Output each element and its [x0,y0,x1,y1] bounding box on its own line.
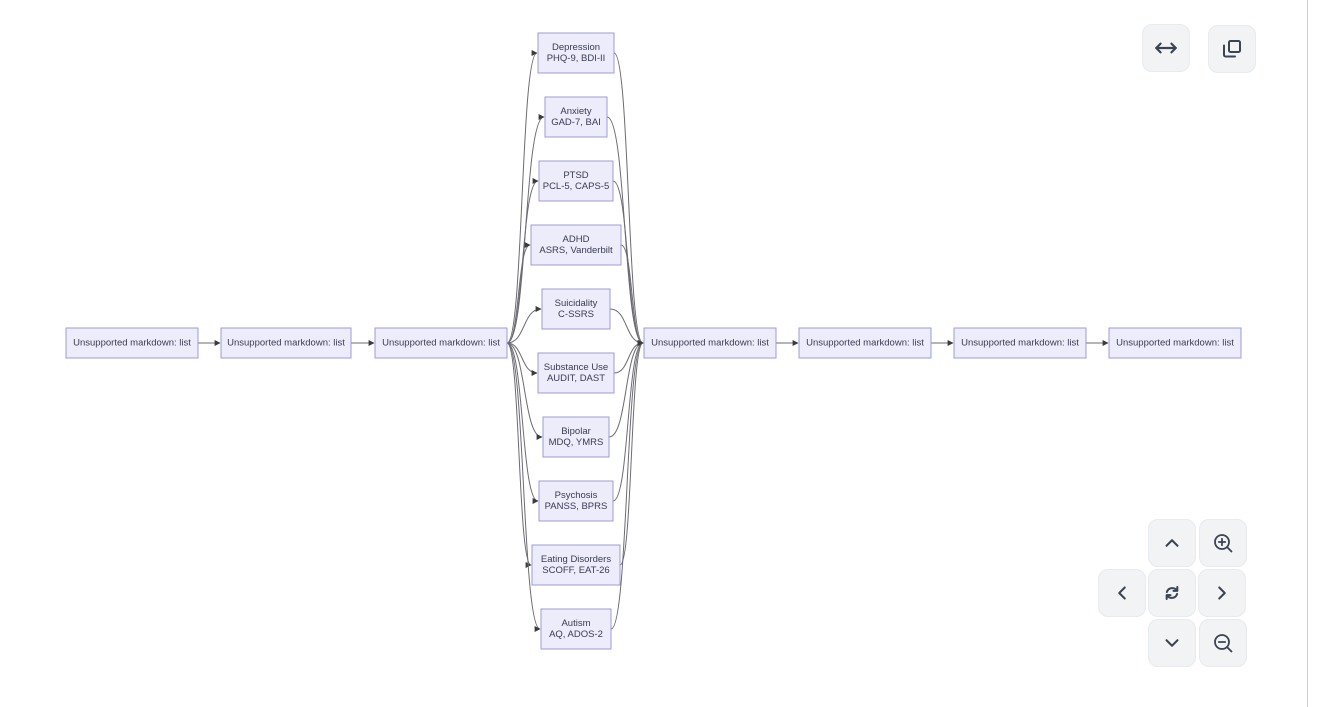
branch-node-b9-label-1: SCOFF, EAT-26 [542,565,609,576]
edge-fanout-4 [506,242,531,344]
branch-node-b10-label-0: Autism [561,618,590,629]
pipeline-node-4-box [643,327,777,359]
branch-node-b5-label-1: C-SSRS [558,309,594,320]
edge-fanout-8 [506,342,539,504]
pipeline-node-5-box [798,327,932,359]
pipeline-node-1-box [65,327,199,359]
branch-node-b2-label-0: Anxiety [560,106,591,117]
edges-layer [198,50,1109,632]
pipeline-node-6-label-0: Unsupported markdown: list [961,338,1079,349]
navigation-cluster [1098,519,1258,669]
pipeline-node-6[interactable]: Unsupported markdown: list [953,327,1087,359]
pipeline-node-7-label-0: Unsupported markdown: list [1116,338,1234,349]
branch-node-b1-label-1: PHQ-9, BDI-II [547,53,606,64]
pipeline-node-4[interactable]: Unsupported markdown: list [643,327,777,359]
pipeline-node-3[interactable]: Unsupported markdown: list [374,327,508,359]
branch-node-b6-label-1: AUDIT, DAST [547,373,605,384]
branch-node-b6-box [537,352,615,394]
zoom-in-icon [1214,534,1233,553]
pipeline-node-7[interactable]: Unsupported markdown: list [1108,327,1242,359]
branch-node-b1-box [537,32,615,74]
resize-horizontal-icon [1155,42,1177,54]
pipeline-node-4-label-0: Unsupported markdown: list [651,338,769,349]
edge-fanin-9 [619,340,644,566]
branch-node-b10-box [540,608,612,650]
branch-node-b7-label-0: Bipolar [561,426,591,437]
branch-node-b8-label-0: Psychosis [555,490,598,501]
pipeline-node-2-label-0: Unsupported markdown: list [227,338,345,349]
branch-node-b9-box [531,544,621,586]
zoom-in-button[interactable] [1199,519,1247,567]
pipeline-node-5-label-0: Unsupported markdown: list [806,338,924,349]
chevron-right-icon [1218,586,1226,600]
chevron-down-icon [1165,639,1179,647]
branch-node-b3-label-0: PTSD [563,170,588,181]
branch-node-b8-label-1: PANSS, BPRS [545,501,608,512]
branch-node-b3-label-1: PCL-5, CAPS-5 [543,181,610,192]
pipeline-node-2[interactable]: Unsupported markdown: list [220,327,352,359]
edge-fanout-7 [506,342,543,440]
fit-width-button[interactable] [1142,24,1190,72]
branch-node-b2-label-1: GAD-7, BAI [551,117,601,128]
pan-right-button[interactable] [1198,569,1246,617]
copy-diagram-button[interactable] [1208,25,1257,73]
edge-fanin-4 [620,244,644,346]
branch-node-b10-label-1: AQ, ADOS-2 [549,629,603,640]
pipeline-node-3-box [374,327,508,359]
branch-node-b7-label-1: MDQ, YMRS [549,437,604,448]
branch-node-b6-label-0: Substance Use [544,362,608,373]
reset-view-button[interactable] [1148,569,1196,617]
edge-fanout-5 [506,306,542,344]
top-toolbar [1142,24,1257,73]
zoom-out-button[interactable] [1199,619,1247,667]
chevron-left-icon [1118,586,1126,600]
branch-node-b9-label-0: Eating Disorders [541,554,611,565]
edge-fanin-10 [610,340,644,630]
nodes-layer: Unsupported markdown: list Unsupported ma… [65,32,1242,650]
pipeline-node-5[interactable]: Unsupported markdown: list [798,327,932,359]
refresh-icon [1165,585,1179,601]
branch-node-b4-label-0: ADHD [563,234,590,245]
branch-node-b8-box [538,480,614,522]
edge-fanout-10 [506,342,541,632]
edge-fanin-1 [613,52,644,346]
branch-node-b4-box [530,224,622,266]
branch-node-b2-box [544,96,608,138]
pipeline-node-2-box [220,327,352,359]
chevron-up-icon [1165,539,1179,547]
pan-down-button[interactable] [1148,619,1196,667]
pipeline-node-1-label-0: Unsupported markdown: list [73,338,191,349]
pan-up-button[interactable] [1148,519,1196,567]
pan-left-button[interactable] [1098,569,1146,617]
copy-icon [1223,40,1242,58]
zoom-out-icon [1214,634,1233,653]
edge-fanin-8 [612,340,644,502]
edge-fanin-7 [608,340,644,438]
pipeline-node-7-box [1108,327,1242,359]
pipeline-node-1[interactable]: Unsupported markdown: list [65,327,199,359]
branch-node-b3-box [538,160,614,202]
pipeline-node-6-box [953,327,1087,359]
canvas-right-border [1307,0,1308,707]
branch-node-b5-box [541,288,611,330]
edge-fanout-9 [506,342,532,568]
pipeline-node-3-label-0: Unsupported markdown: list [382,338,500,349]
branch-node-b7-box [542,416,610,458]
branch-node-b1-label-0: Depression [552,42,600,53]
edge-fanout-1 [506,50,538,344]
branch-node-b5-label-0: Suicidality [555,298,598,309]
branch-node-b4-label-1: ASRS, Vanderbilt [539,245,613,256]
